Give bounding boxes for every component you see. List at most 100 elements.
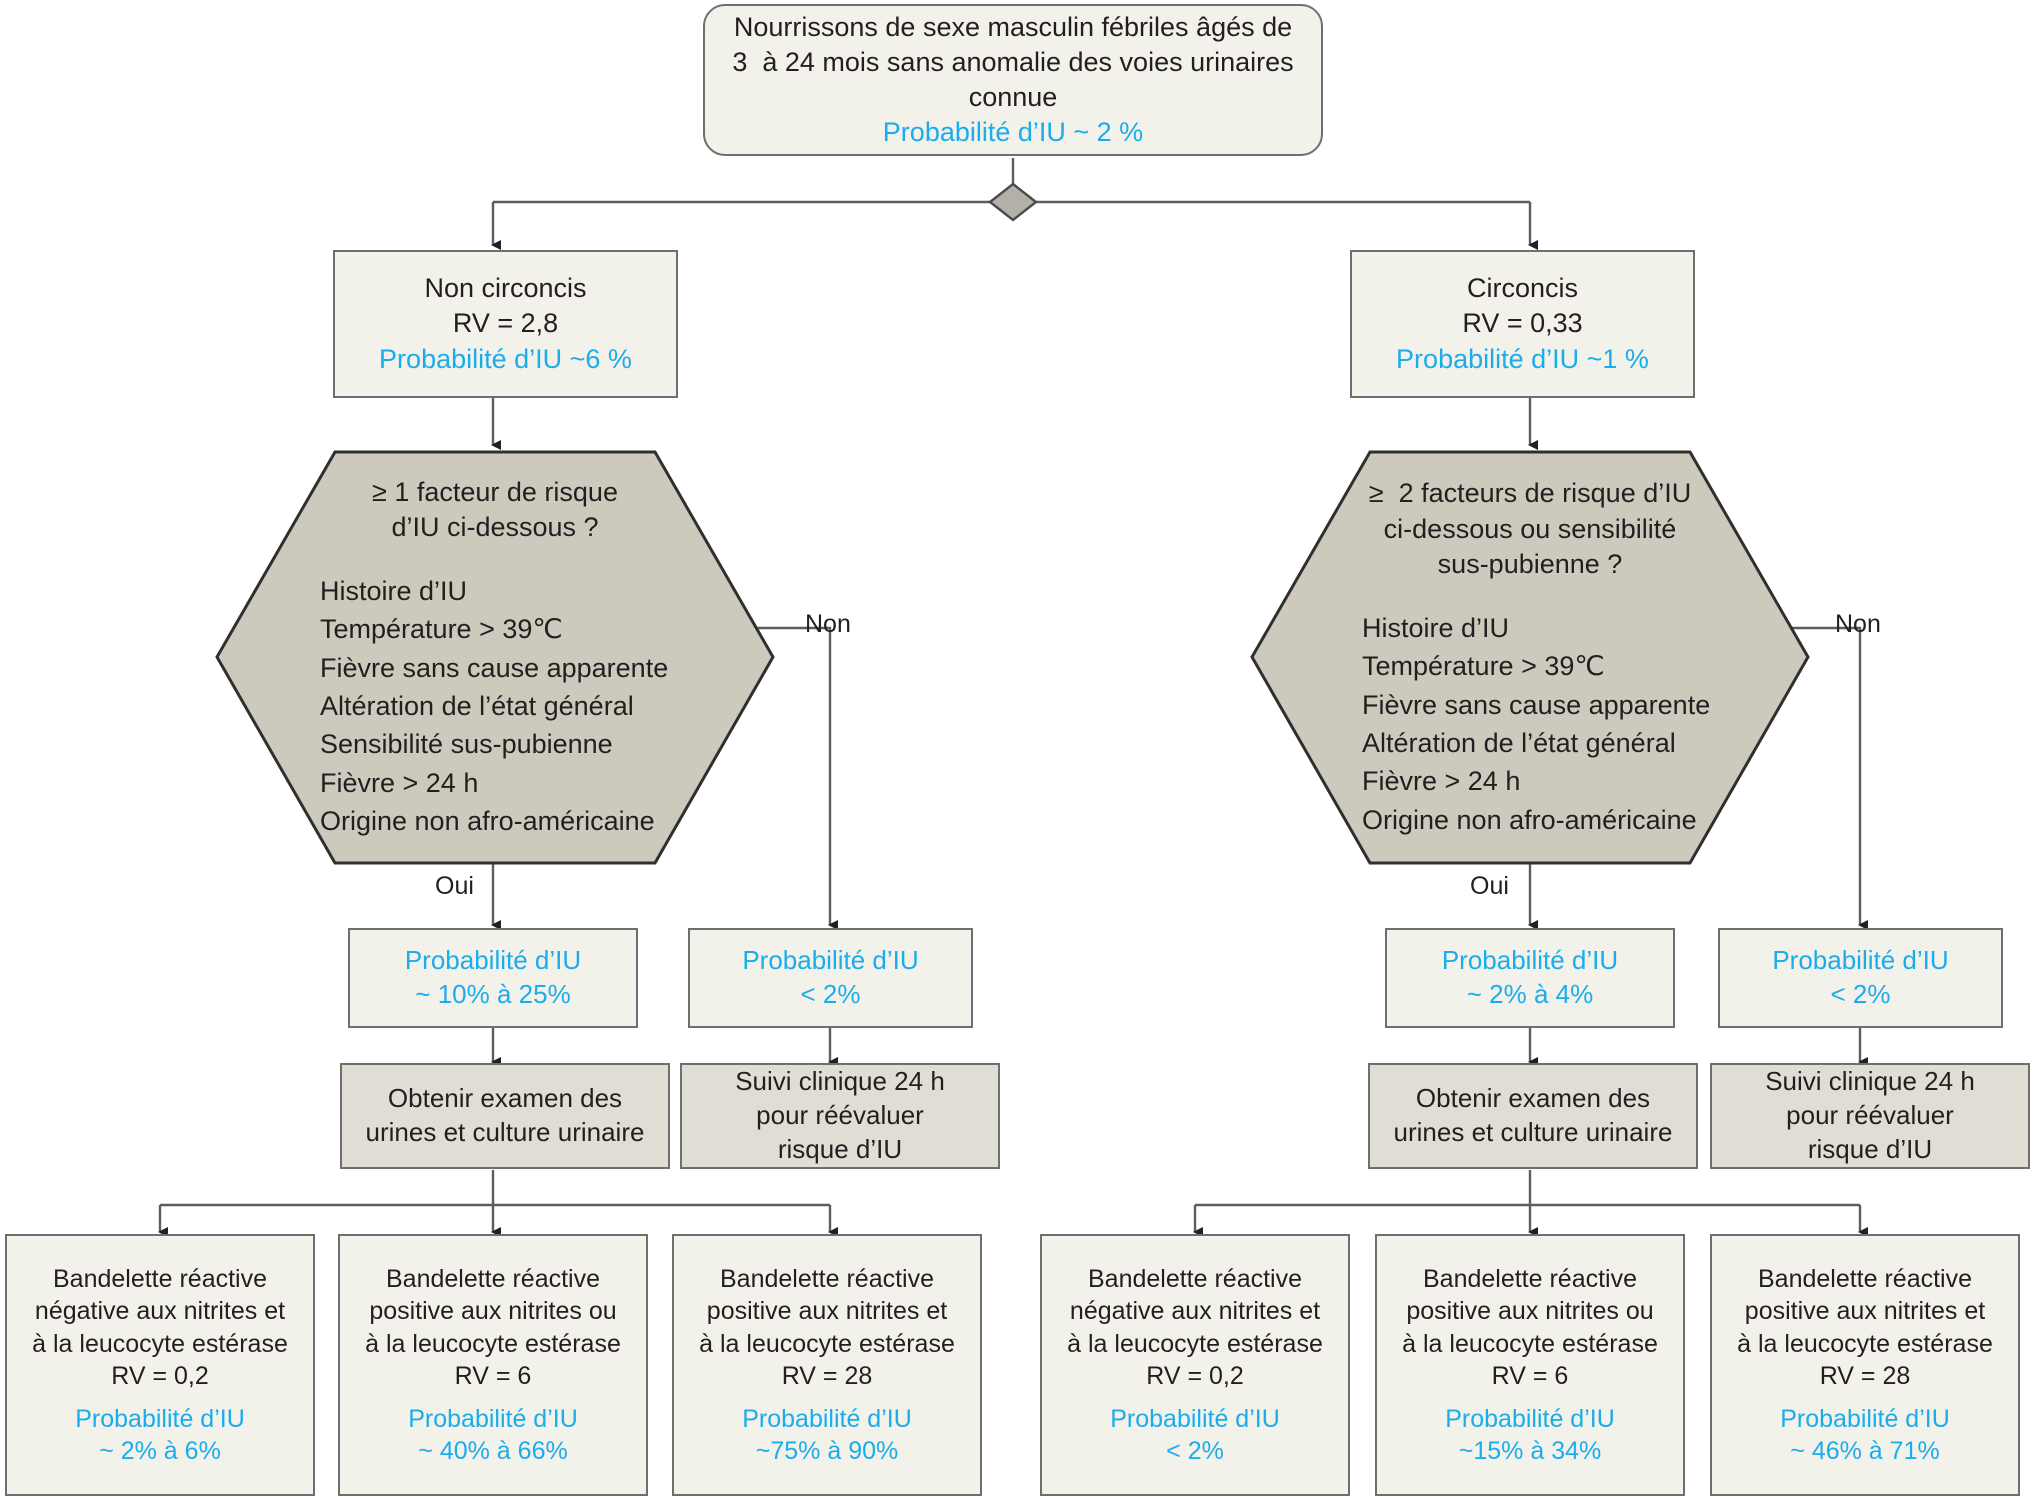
outcome-prob-value: ~15% à 34% — [1458, 1437, 1602, 1465]
outcome-box: Bandelette réactive négative aux nitrite… — [1040, 1234, 1350, 1496]
outcome-line-1: Bandelette réactive — [1757, 1264, 1973, 1293]
action-line-1: Obtenir examen des — [1415, 1083, 1651, 1114]
hex-question-line-1: ≥ 2 facteurs de risque d’IU — [1368, 478, 1692, 509]
outcome-prob-label: Probabilité d’IU — [1780, 1404, 1950, 1433]
outcome-rv: RV = 6 — [1491, 1362, 1569, 1390]
action-line-2: pour réévaluer — [1786, 1100, 1954, 1131]
risk-factor-item: Altération de l’état général — [320, 690, 634, 721]
outcome-prob-value: ~ 2% à 6% — [99, 1437, 221, 1465]
action-box-right-no: Suivi clinique 24 h pour réévaluer risqu… — [1710, 1063, 2030, 1169]
outcome-line-2: négative aux nitrites et — [34, 1297, 286, 1325]
outcome-prob-label: Probabilité d’IU — [75, 1404, 245, 1433]
edge-label-non-right: Non — [1835, 610, 1881, 638]
edge-label-non-left: Non — [805, 610, 851, 638]
prob-value: ~ 2% à 4% — [1466, 979, 1594, 1009]
hex-question-line-2: d’IU ci-dessous ? — [391, 512, 599, 543]
edge-label-oui-right: Oui — [1470, 872, 1509, 900]
hexagon-circoncis: ≥ 2 facteurs de risque d’IU ci-dessous o… — [1250, 450, 1810, 865]
risk-factor-item: Température > 39℃ — [1362, 651, 1605, 682]
root-node: Nourrissons de sexe masculin fébriles âg… — [703, 4, 1323, 156]
outcome-line-3: à la leucocyte estérase — [32, 1329, 288, 1358]
outcome-line-3: à la leucocyte estérase — [1737, 1329, 1993, 1358]
root-line-2: 3 à 24 mois sans anomalie des voies urin… — [732, 46, 1294, 77]
outcome-line-1: Bandelette réactive — [1422, 1264, 1638, 1293]
action-line-2: urines et culture urinaire — [1393, 1117, 1673, 1147]
hexagon-question: ≥ 2 facteurs de risque d’IU ci-dessous o… — [1250, 476, 1810, 583]
outcome-box: Bandelette réactive négative aux nitrite… — [5, 1234, 315, 1496]
action-line-1: Obtenir examen des — [387, 1083, 623, 1114]
branch-probability: Probabilité d’IU ~1 % — [1396, 343, 1649, 374]
prob-label: Probabilité d’IU — [1441, 945, 1619, 976]
branch-rv: RV = 0,33 — [1462, 308, 1583, 339]
outcome-prob-value: ~75% à 90% — [755, 1437, 899, 1465]
branch-label: Non circoncis — [424, 273, 587, 304]
action-box-left-yes: Obtenir examen des urines et culture uri… — [340, 1063, 670, 1169]
outcome-prob-label: Probabilité d’IU — [408, 1404, 578, 1433]
action-line-3: risque d’IU — [777, 1133, 903, 1164]
branch-label: Circoncis — [1466, 273, 1579, 304]
hex-question-line-2: ci-dessous ou sensibilité — [1383, 513, 1677, 544]
outcome-line-2: négative aux nitrites et — [1069, 1297, 1321, 1325]
prob-value: < 2% — [1830, 979, 1891, 1009]
risk-factor-item: Histoire d’IU — [1362, 612, 1510, 643]
outcome-line-3: à la leucocyte estérase — [699, 1329, 955, 1358]
risk-factor-item: Fièvre sans cause apparente — [1362, 689, 1711, 720]
outcome-prob-value: ~ 46% à 71% — [1790, 1437, 1940, 1465]
outcome-line-2: positive aux nitrites ou — [1406, 1297, 1654, 1325]
root-probability: Probabilité d’IU ~ 2 % — [882, 117, 1144, 148]
outcome-line-1: Bandelette réactive — [1087, 1264, 1303, 1293]
prob-value: < 2% — [800, 979, 861, 1009]
outcome-prob-value: < 2% — [1166, 1437, 1224, 1465]
risk-factor-item: Sensibilité sus-pubienne — [320, 729, 613, 760]
outcome-box: Bandelette réactive positive aux nitrite… — [1375, 1234, 1685, 1496]
hexagon-non-circoncis: ≥ 1 facteur de risque d’IU ci-dessous ? … — [215, 450, 775, 865]
prob-box-left-yes: Probabilité d’IU ~ 10% à 25% — [348, 928, 638, 1028]
outcome-rv: RV = 6 — [454, 1362, 532, 1390]
hexagon-question: ≥ 1 facteur de risque d’IU ci-dessous ? — [215, 475, 775, 546]
edge-label-oui-left: Oui — [435, 872, 474, 900]
outcome-line-1: Bandelette réactive — [52, 1264, 268, 1293]
hexagon-risk-factors: Histoire d’IU Température > 39℃ Fièvre s… — [1250, 609, 1810, 839]
outcome-line-3: à la leucocyte estérase — [1067, 1329, 1323, 1358]
prob-box-left-no: Probabilité d’IU < 2% — [688, 928, 973, 1028]
hexagon-risk-factors: Histoire d’IU Température > 39℃ Fièvre s… — [215, 572, 775, 840]
outcome-rv: RV = 28 — [1819, 1362, 1911, 1390]
risk-factor-item: Température > 39℃ — [320, 614, 563, 645]
action-box-right-yes: Obtenir examen des urines et culture uri… — [1368, 1063, 1698, 1169]
outcome-line-3: à la leucocyte estérase — [1402, 1329, 1658, 1358]
hexagon-shape — [1250, 450, 1810, 865]
outcome-prob-label: Probabilité d’IU — [1445, 1404, 1615, 1433]
outcome-line-3: à la leucocyte estérase — [365, 1329, 621, 1358]
risk-factor-item: Fièvre sans cause apparente — [320, 652, 669, 683]
outcome-prob-label: Probabilité d’IU — [742, 1404, 912, 1433]
decision-diamond — [988, 182, 1038, 222]
risk-factor-item: Fièvre > 24 h — [320, 767, 479, 798]
outcome-line-1: Bandelette réactive — [385, 1264, 601, 1293]
prob-box-right-yes: Probabilité d’IU ~ 2% à 4% — [1385, 928, 1675, 1028]
branch-header-circoncis: Circoncis RV = 0,33 Probabilité d’IU ~1 … — [1350, 250, 1695, 398]
action-line-2: pour réévaluer — [756, 1100, 924, 1131]
outcome-prob-label: Probabilité d’IU — [1110, 1404, 1280, 1433]
hex-question-line-1: ≥ 1 facteur de risque — [372, 476, 618, 507]
outcome-line-2: positive aux nitrites et — [1744, 1297, 1986, 1325]
outcome-rv: RV = 28 — [781, 1362, 873, 1390]
action-box-left-no: Suivi clinique 24 h pour réévaluer risqu… — [680, 1063, 1000, 1169]
outcome-line-2: positive aux nitrites et — [706, 1297, 948, 1325]
outcome-line-2: positive aux nitrites ou — [369, 1297, 617, 1325]
branch-probability: Probabilité d’IU ~6 % — [379, 343, 632, 374]
prob-label: Probabilité d’IU — [1772, 945, 1949, 976]
risk-factor-item: Altération de l’état général — [1362, 727, 1676, 758]
risk-factor-item: Histoire d’IU — [320, 575, 468, 606]
prob-value: ~ 10% à 25% — [415, 979, 571, 1009]
outcome-prob-value: ~ 40% à 66% — [418, 1437, 568, 1465]
risk-factor-item: Fièvre > 24 h — [1362, 766, 1521, 797]
action-line-3: risque d’IU — [1807, 1133, 1933, 1164]
root-line-3: connue — [968, 82, 1058, 112]
outcome-line-1: Bandelette réactive — [719, 1264, 935, 1293]
prob-box-right-no: Probabilité d’IU < 2% — [1718, 928, 2003, 1028]
outcome-box: Bandelette réactive positive aux nitrite… — [338, 1234, 648, 1496]
prob-label: Probabilité d’IU — [404, 945, 582, 976]
action-line-1: Suivi clinique 24 h — [735, 1066, 945, 1097]
branch-header-non-circoncis: Non circoncis RV = 2,8 Probabilité d’IU … — [333, 250, 678, 398]
